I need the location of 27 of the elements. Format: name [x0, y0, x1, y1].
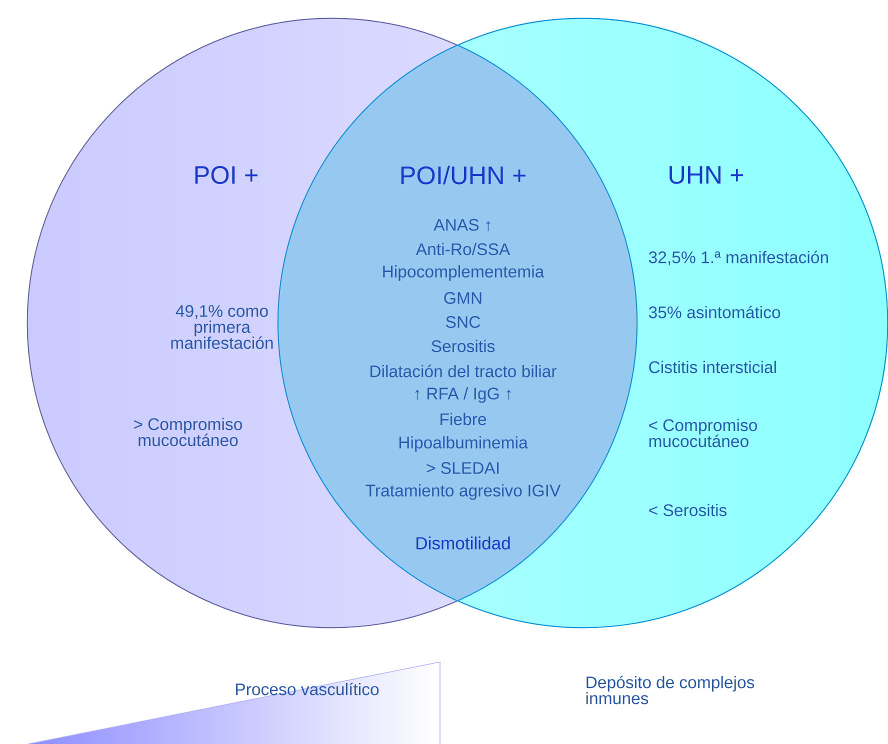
list-item: Hipocomplementemia [383, 265, 544, 281]
list-item: Dilatación del tracto biliar [370, 364, 557, 378]
heading: UHN + [670, 166, 744, 184]
venn-text: < Compromiso mucocutáneo [649, 418, 758, 448]
list-item: SNC [446, 316, 480, 328]
heading: POI + [195, 166, 258, 184]
list-item: ANAS ↑ [434, 218, 490, 232]
list-item: Serositis [432, 340, 495, 352]
wedge-shape [28, 662, 440, 744]
list-item: Hipoalbuminemia [400, 436, 528, 452]
list-item: Dismotilidad [416, 536, 510, 550]
venn-text: 32,5% 1.ª manifestación [648, 250, 828, 266]
wedge-label: Proceso vasculítico [236, 682, 379, 696]
caption-text: Depósito de complejos inmunes [586, 676, 754, 704]
list-item: Anti-Ro/SSA [416, 242, 510, 256]
list-item: > SLEDAI [426, 462, 499, 474]
list-item: GMN [444, 292, 482, 304]
venn-overlap [278, 44, 638, 602]
venn-text: 49,1% como primera manifestación [171, 305, 273, 349]
list-item: ↑ RFA / IgG ↑ [415, 387, 511, 403]
venn-text: 35% asintomático [648, 306, 780, 318]
venn-text: < Serositis [649, 504, 727, 516]
venn-text: > Compromiso mucocutáneo [134, 418, 242, 446]
list-item: Tratamiento agresivo IGIV [366, 484, 561, 500]
venn-text: Cistitis intersticial [649, 360, 776, 374]
heading: POI/UHN + [401, 166, 526, 184]
list-item: Fiebre [440, 412, 486, 426]
